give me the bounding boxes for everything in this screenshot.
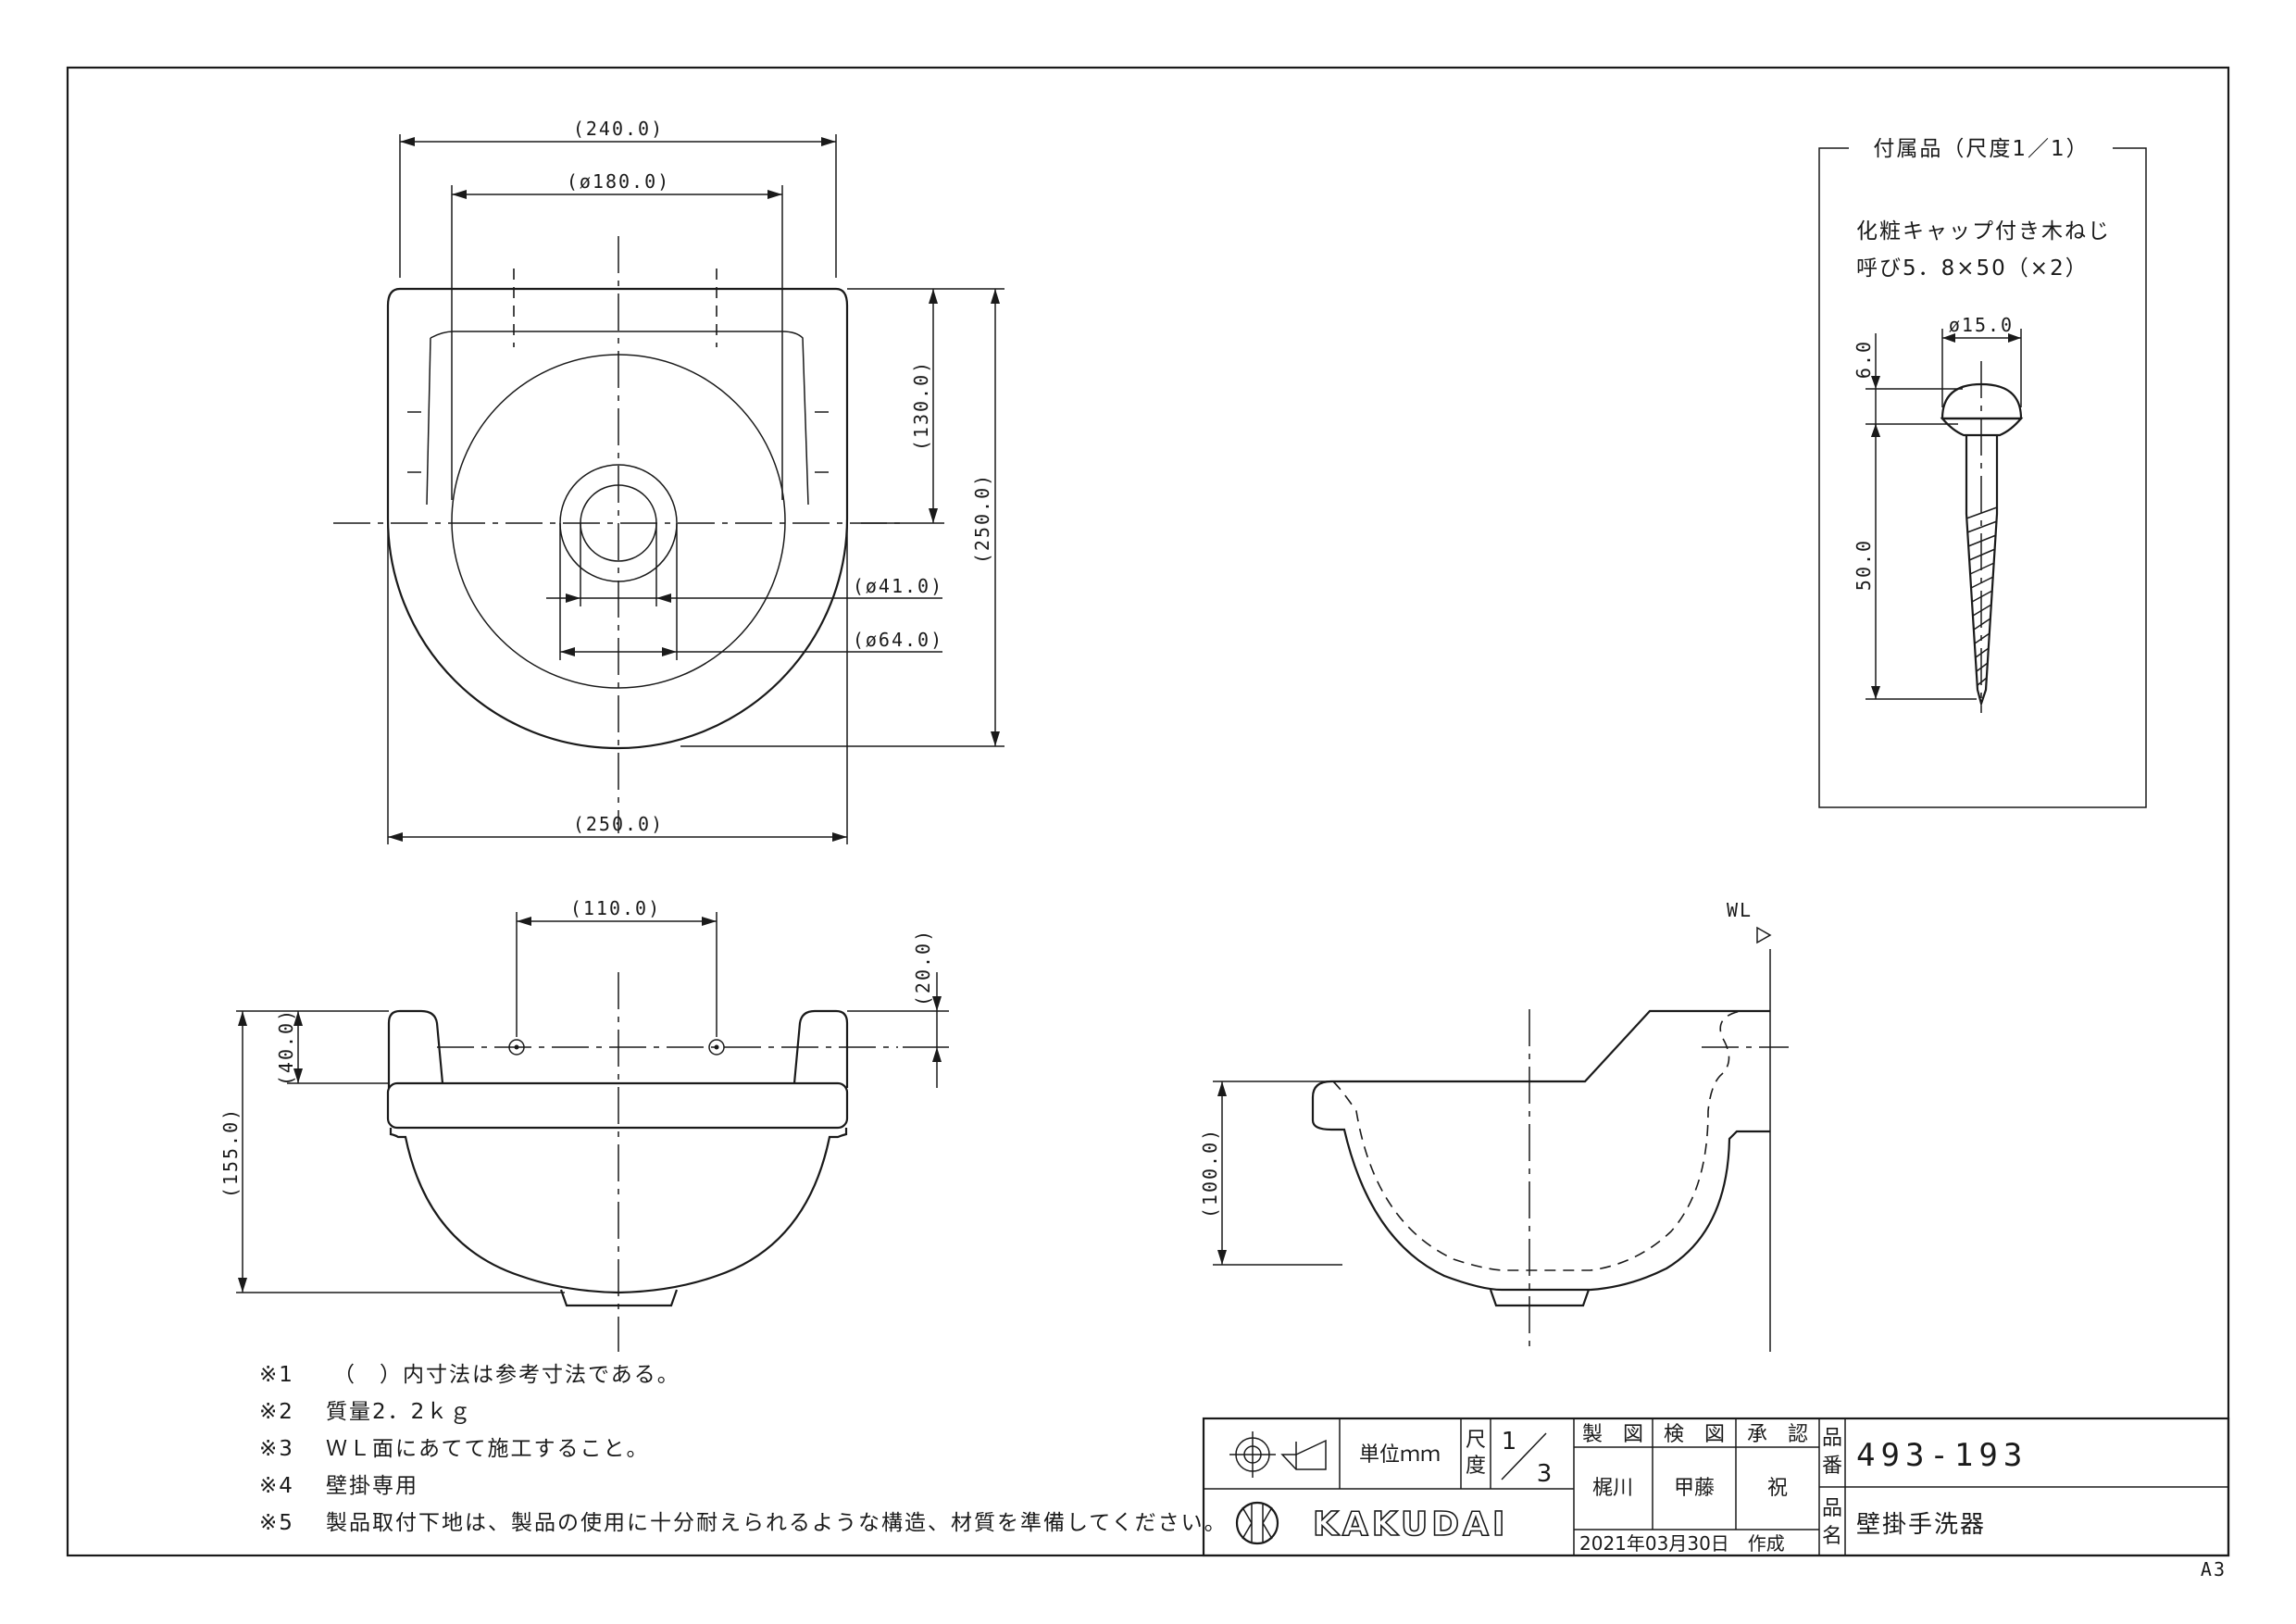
dim-20: (20.0) (912, 929, 934, 1006)
front-view: (110.0) (20.0) (40.0) (155.0) (219, 897, 949, 1352)
dim-180: (ø180.0) (567, 170, 670, 193)
note-mark-1: ※1 (259, 1363, 294, 1387)
header-check: 検 図 (1664, 1423, 1725, 1446)
top-view: (240.0) (ø180.0) (130.0) (250.0) (ø41.0)… (333, 118, 1004, 844)
unit-label: 単位ｍｍ (1359, 1443, 1441, 1467)
dim-250-horizontal: (250.0) (573, 813, 664, 835)
logo-text: KAKUDAI (1313, 1505, 1508, 1543)
accessory-line1: 化粧キャップ付き木ねじ (1856, 219, 2111, 244)
part-name-label-2: 名 (1822, 1525, 1842, 1548)
dim-240: (240.0) (573, 118, 664, 140)
note-text-1: （ ）内寸法は参考寸法である。 (333, 1363, 680, 1387)
dim-screw-15: ø15.0 (1949, 314, 2014, 336)
dim-40: (40.0) (275, 1008, 297, 1086)
scale-numerator: 1 (1502, 1428, 1517, 1455)
note-mark-2: ※2 (259, 1400, 294, 1424)
dim-250-vertical: (250.0) (971, 473, 993, 564)
dim-screw-6: 6.0 (1853, 340, 1875, 379)
wl-label: WL (1727, 899, 1753, 921)
note-mark-5: ※5 (259, 1511, 294, 1535)
name-check: 甲藤 (1674, 1477, 1715, 1500)
header-design: 製 図 (1582, 1423, 1643, 1446)
dim-screw-50: 50.0 (1853, 539, 1875, 591)
note-mark-3: ※3 (259, 1437, 294, 1461)
part-name: 壁掛手洗器 (1856, 1511, 1986, 1539)
title-block: 単位ｍｍ 尺 度 1 3 製 図 検 図 承 認 梶川 甲藤 祝 2021年03… (1202, 1417, 2230, 1557)
projection-symbol-icon (1229, 1431, 1327, 1478)
note-text-3: ＷＬ面にあてて施工すること。 (326, 1437, 650, 1461)
side-view: WL (100.0) (1199, 899, 1789, 1352)
screw-drawing (1940, 382, 2024, 707)
part-number-label-2: 番 (1822, 1455, 1842, 1478)
creation-date: 2021年03月30日 作成 (1579, 1532, 1785, 1555)
part-number: 493-193 (1856, 1437, 2028, 1474)
scale-label-1: 尺 (1466, 1429, 1486, 1452)
scale-denominator: 3 (1537, 1460, 1553, 1488)
sheet-border (66, 66, 2230, 1557)
scale-label-2: 度 (1466, 1455, 1486, 1478)
dim-155: (155.0) (219, 1107, 242, 1198)
note-text-4: 壁掛専用 (326, 1474, 418, 1498)
note-mark-4: ※4 (259, 1474, 294, 1498)
part-name-label-1: 品 (1822, 1497, 1842, 1520)
accessory-line2: 呼び5．8×50（×2） (1856, 256, 2089, 281)
name-approve: 祝 (1767, 1477, 1788, 1500)
dim-64: (ø64.0) (853, 629, 943, 651)
dim-100: (100.0) (1199, 1128, 1221, 1218)
header-approve: 承 認 (1747, 1423, 1808, 1446)
accessory-title: 付属品（尺度1／1） (1873, 137, 2089, 161)
name-design: 梶川 (1592, 1477, 1633, 1500)
notes: ※1 （ ）内寸法は参考寸法である。 ※2 質量2．2ｋｇ ※3 ＷＬ面にあてて… (259, 1363, 1228, 1535)
accessory-box: 付属品（尺度1／1） 化粧キャップ付き木ねじ 呼び5．8×50（×2） (1818, 137, 2147, 808)
paper-size: A3 (2201, 1558, 2227, 1580)
note-text-2: 質量2．2ｋｇ (326, 1400, 472, 1424)
part-number-label-1: 品 (1822, 1427, 1842, 1450)
kakudai-logo-icon: KAKUDAI (1235, 1501, 1508, 1545)
dim-41: (ø41.0) (853, 575, 943, 597)
dim-130: (130.0) (910, 360, 932, 451)
dim-110: (110.0) (570, 897, 661, 919)
note-text-5: 製品取付下地は、製品の使用に十分耐えられるような構造、材質を準備してください。 (326, 1511, 1228, 1535)
